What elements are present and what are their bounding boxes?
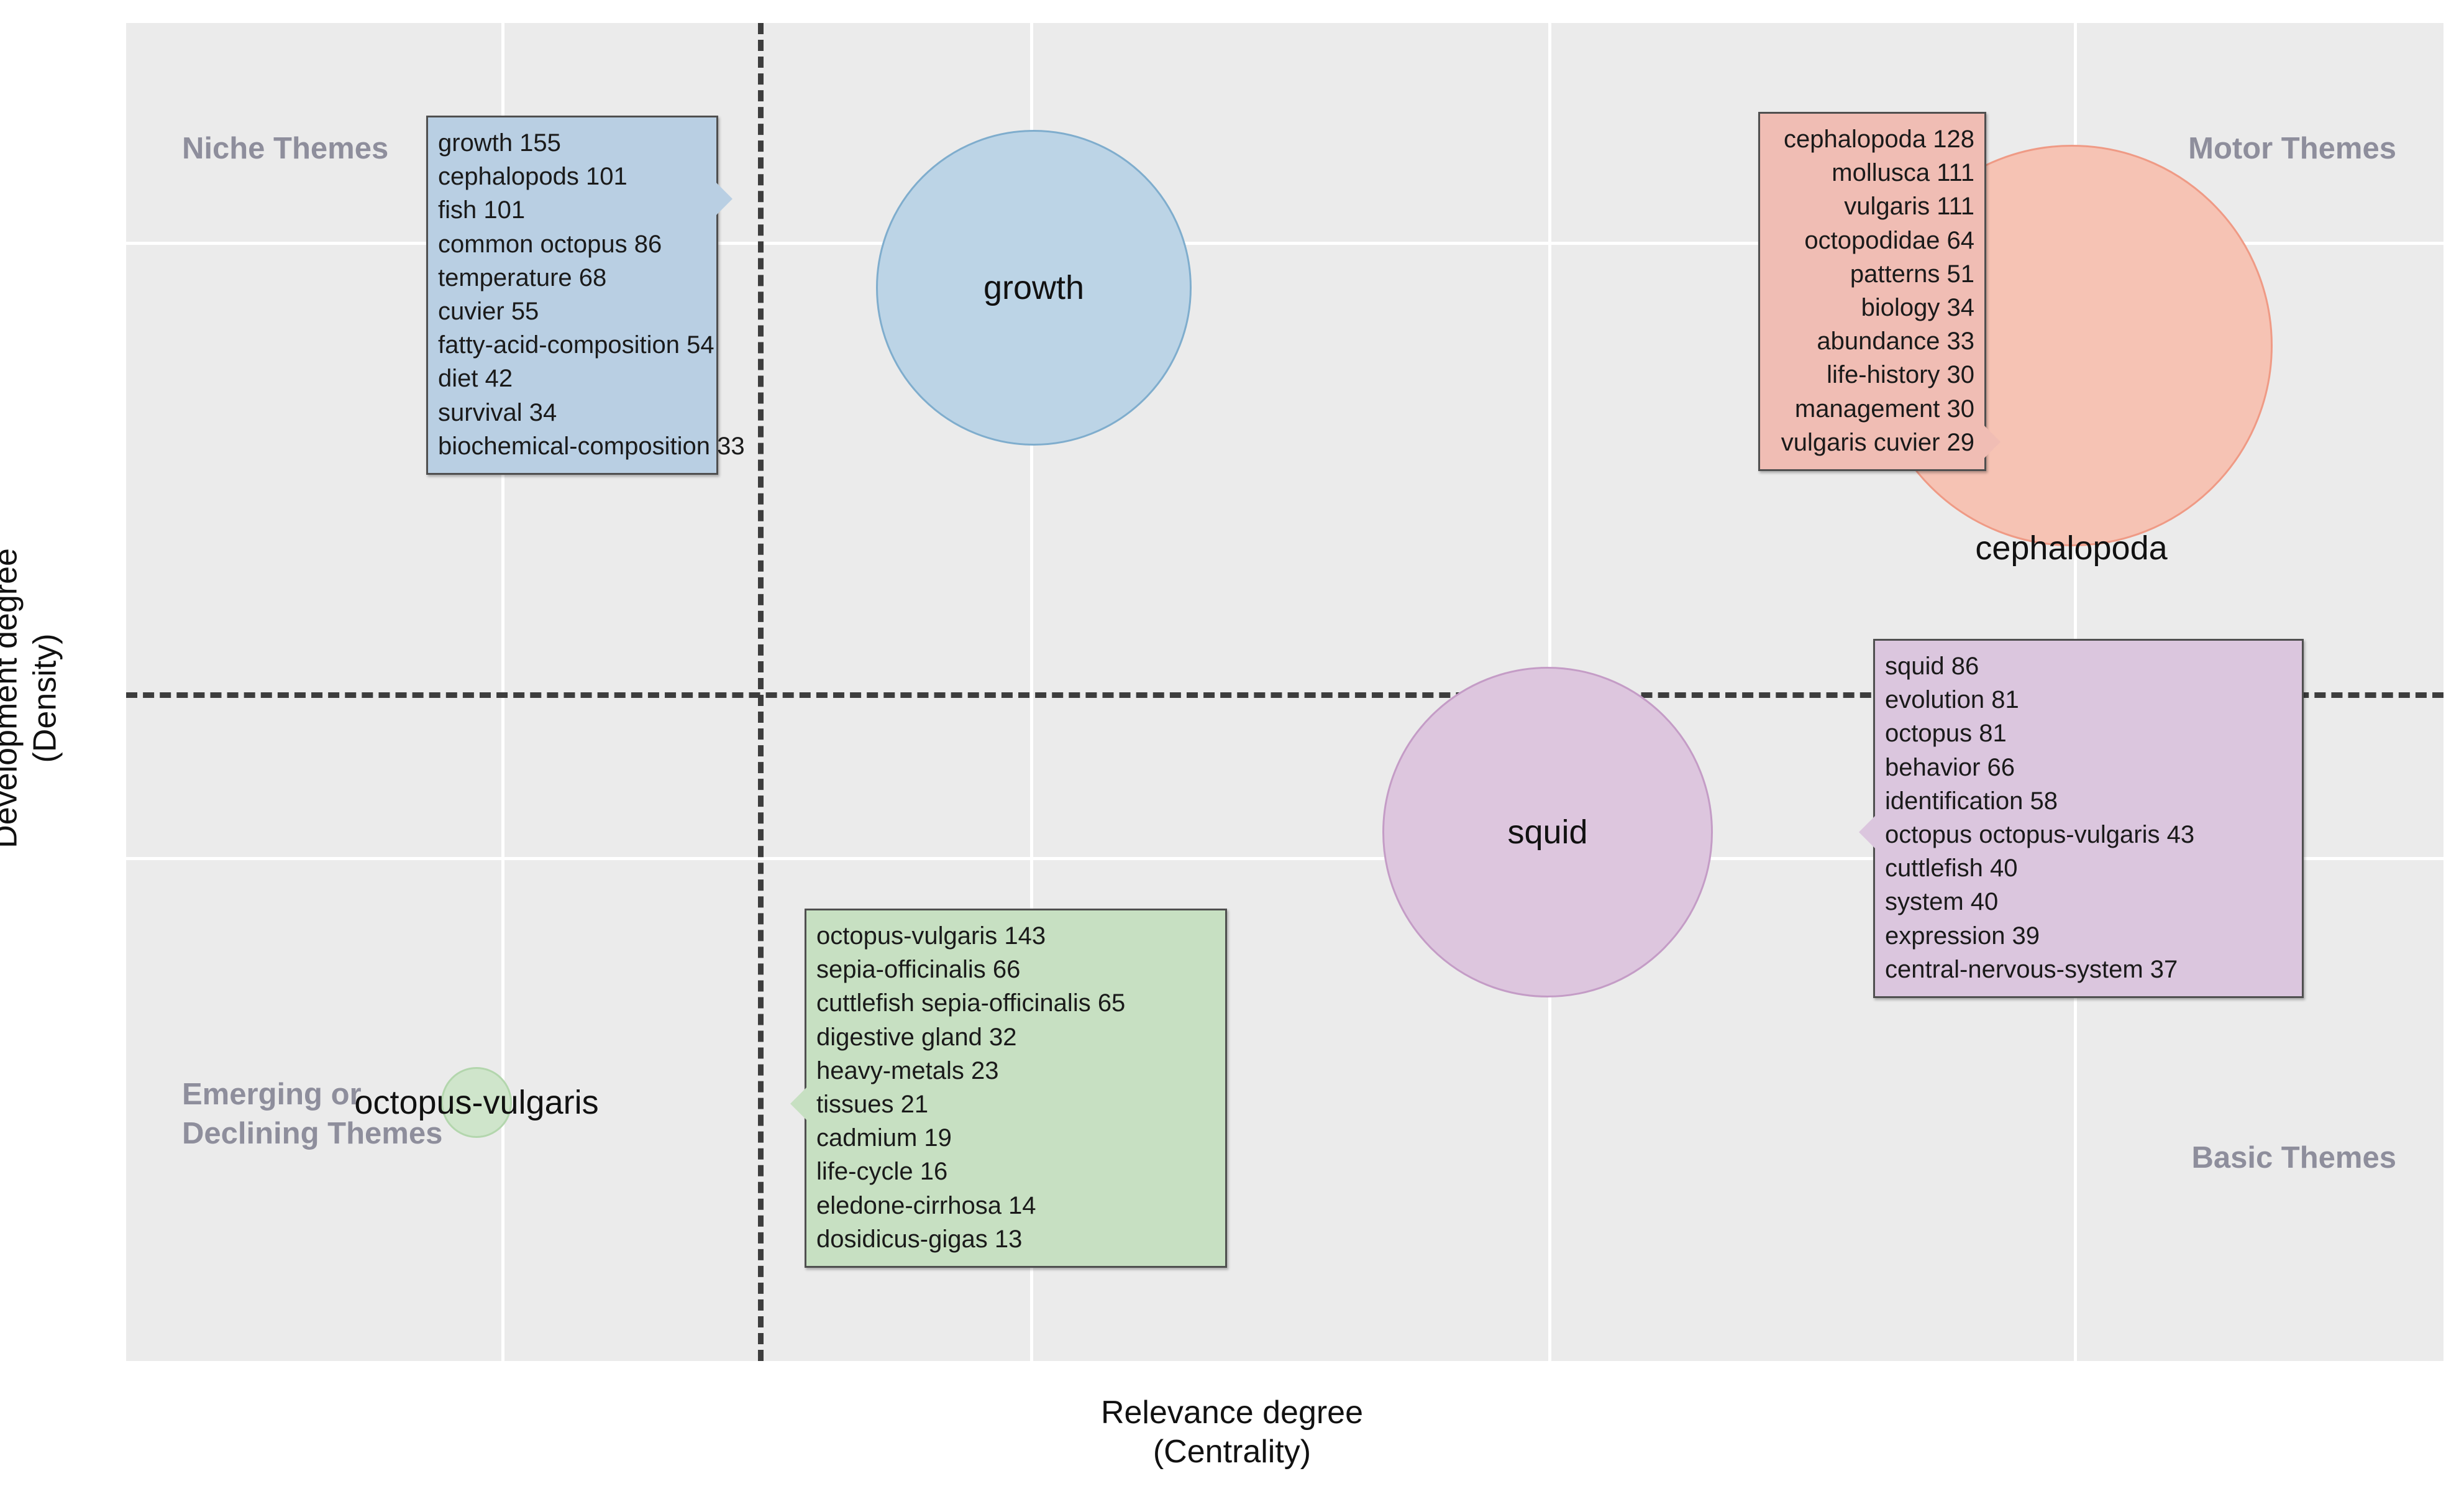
tooltip-line: behavior 66 — [1885, 753, 2015, 781]
tooltip-line: management 30 — [1794, 395, 1974, 423]
tooltip-line: vulgaris cuvier 29 — [1781, 428, 1974, 456]
tooltip-line: growth 155 — [438, 129, 561, 157]
x-axis-title: Relevance degree (Centrality) — [1100, 1395, 1364, 1470]
tooltip-line: cephalopoda 128 — [1784, 126, 1974, 153]
tooltip-line: vulgaris 111 — [1844, 193, 1974, 221]
tooltip-line: biochemical-composition 33 — [438, 432, 745, 460]
y-axis-title: Development degree (Density) — [0, 548, 63, 848]
tooltip-line: biology 34 — [1861, 293, 1974, 321]
gridline-horizontal — [126, 242, 2443, 245]
tooltip-line: diet 42 — [438, 365, 513, 393]
tooltip-line: life-history 30 — [1827, 361, 1974, 389]
tooltip-line: life-cycle 16 — [816, 1158, 948, 1186]
bubble-label-squid: squid — [1507, 813, 1588, 851]
bubble-octopus-vulgaris[interactable] — [441, 1067, 512, 1138]
tooltip-line: central-nervous-system 37 — [1885, 955, 2178, 983]
tooltip-line: system 40 — [1885, 888, 1999, 916]
tooltip-line: octopus octopus-vulgaris 43 — [1885, 820, 2195, 848]
tooltip-line: eledone-cirrhosa 14 — [816, 1191, 1036, 1219]
tooltip-line: common octopus 86 — [438, 230, 662, 258]
tooltip-line: octopus-vulgaris 143 — [816, 922, 1046, 950]
quadrant-divider-vertical — [758, 23, 764, 1361]
tooltip-cephalopoda: cephalopoda 128 mollusca 111 vulgaris 11… — [1758, 112, 2001, 471]
tooltip-line: digestive gland 32 — [816, 1023, 1017, 1051]
tooltip-growth: growth 155 cephalopods 101 fish 101 comm… — [426, 116, 745, 475]
tooltip-line: cadmium 19 — [816, 1124, 952, 1152]
tooltip-line: fatty-acid-composition 54 — [438, 331, 714, 359]
bubble-label-growth: growth — [983, 269, 1085, 306]
tooltip-line: tissues 21 — [816, 1090, 929, 1118]
tooltip-line: octopus 81 — [1885, 720, 2007, 748]
gridline-vertical — [1030, 23, 1033, 1361]
tooltip-line: survival 34 — [438, 398, 557, 426]
quadrant-label-basic-themes: Basic Themes — [2191, 1141, 2396, 1175]
tooltip-line: identification 58 — [1885, 787, 2058, 815]
tooltip-line: temperature 68 — [438, 264, 607, 291]
plot-panel: Niche Themes Motor Themes Emerging or De… — [126, 23, 2443, 1361]
tooltip-line: evolution 81 — [1885, 686, 2019, 714]
tooltip-line: cephalopods 101 — [438, 163, 627, 191]
bubble-squid[interactable] — [1382, 667, 1713, 997]
bubble-label-cephalopoda: cephalopoda — [1975, 529, 2168, 567]
tooltip-line: cuttlefish sepia-officinalis 65 — [816, 989, 1126, 1017]
tooltip-octopus-vulgaris: octopus-vulgaris 143 sepia-officinalis 6… — [790, 909, 1227, 1268]
tooltip-line: abundance 33 — [1817, 328, 1974, 355]
tooltip-line: heavy-metals 23 — [816, 1056, 999, 1084]
tooltip-line: patterns 51 — [1850, 260, 1974, 288]
quadrant-divider-horizontal — [126, 692, 2443, 698]
tooltip-line: octopodidae 64 — [1804, 226, 1974, 254]
gridline-vertical — [501, 23, 504, 1361]
tooltip-line: fish 101 — [438, 196, 526, 224]
tooltip-line: dosidicus-gigas 13 — [816, 1225, 1023, 1253]
quadrant-label-emerging-themes: Emerging or Declining Themes — [182, 1078, 443, 1150]
tooltip-line: cuttlefish 40 — [1885, 855, 2018, 882]
tooltip-squid: squid 86 evolution 81 octopus 81 behavio… — [1859, 639, 2304, 998]
quadrant-label-niche-themes: Niche Themes — [182, 132, 389, 165]
gridline-horizontal — [126, 857, 2443, 860]
tooltip-line: mollusca 111 — [1832, 159, 1974, 187]
tooltip-line: expression 39 — [1885, 922, 2040, 950]
quadrant-label-motor-themes: Motor Themes — [2188, 132, 2396, 165]
tooltip-line: cuvier 55 — [438, 297, 539, 325]
tooltip-line: squid 86 — [1885, 653, 1979, 680]
bubble-growth[interactable] — [876, 130, 1192, 446]
bubble-label-octopus-vulgaris: octopus-vulgaris — [354, 1084, 599, 1121]
tooltip-line: sepia-officinalis 66 — [816, 956, 1021, 984]
